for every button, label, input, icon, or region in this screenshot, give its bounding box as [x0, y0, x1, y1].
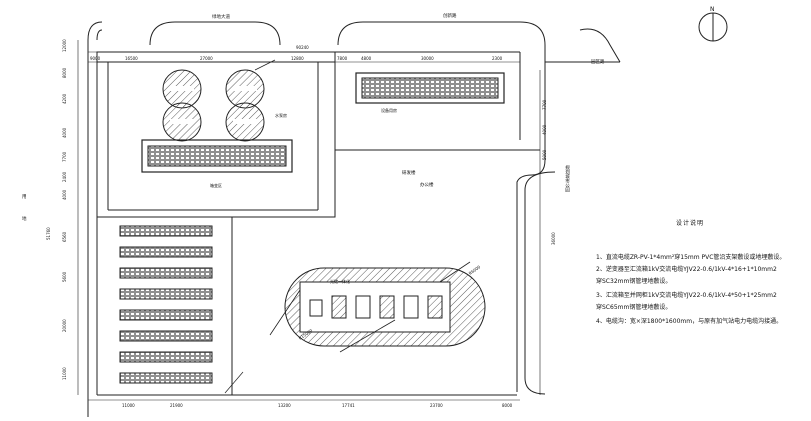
right-vertical-label: 规划城市公园 — [565, 164, 570, 194]
dim-bottom-5: 23700 — [430, 403, 443, 408]
pump-room-label: 水泵房 — [275, 112, 287, 118]
dim-top-4: 12800 — [291, 56, 304, 61]
dim-left-8: 6560 — [62, 231, 67, 242]
side-label-2: 地 — [22, 215, 27, 222]
dim-right-total: 36000 — [551, 232, 556, 245]
dim-top-5: 7800 — [337, 56, 348, 61]
dim-left-2: 8000 — [62, 67, 67, 78]
dim-top-3: 27000 — [200, 56, 213, 61]
dim-left-total: 51760 — [46, 227, 51, 240]
dim-left-4: 4000 — [62, 127, 67, 138]
office-building-label: 办公楼 — [420, 181, 434, 188]
note-line-5: 穿SC65mm钢管埋地敷设。 — [596, 304, 672, 311]
dim-right-3: 5000 — [542, 149, 547, 160]
dim-left-9: 5600 — [62, 271, 67, 282]
note-line-1: 1、直流电缆ZR-PV-1*4mm²穿15mm PVC管沿支架敷设或地埋敷设。 — [596, 254, 786, 261]
dim-tank-2: R6000 — [468, 264, 482, 276]
dimension-lines — [77, 40, 541, 401]
dim-bottom-4: 17741 — [342, 403, 355, 408]
dim-left-5: 7700 — [62, 151, 67, 162]
road-label-top-right: 创新路 — [443, 12, 457, 19]
leader-lines — [224, 59, 276, 394]
dim-top-8: 2300 — [492, 56, 503, 61]
dim-right-1: 7700 — [542, 99, 547, 110]
north-label: N — [710, 6, 715, 13]
main-building-label: 研发楼 — [402, 169, 416, 176]
dim-bottom-2: 21900 — [170, 403, 183, 408]
note-line-6: 4、电缆沟：宽×深1800*1600mm，与原有加气站电力电缆沟接通。 — [596, 318, 783, 325]
dim-left-1: 12000 — [62, 39, 67, 52]
hatched-storage-area — [269, 261, 486, 353]
storage-tanks — [162, 69, 265, 142]
dim-left-6: 2400 — [62, 171, 67, 182]
pv-array-block-2 — [355, 72, 505, 104]
note-line-4: 3、汇流箱至并网柜1kV交流电缆YJV22-0.6/1kV-4*50+1*25m… — [596, 292, 777, 299]
dim-bottom-1: 11000 — [122, 403, 135, 408]
dim-bottom-3: 13200 — [278, 403, 291, 408]
side-label-1: 用 — [22, 194, 27, 200]
dim-left-11: 11000 — [62, 367, 67, 380]
dim-top-total: 90240 — [296, 45, 309, 50]
dim-top-2: 16500 — [125, 56, 138, 61]
north-arrow-icon: N — [698, 6, 728, 42]
dim-top-6: 4800 — [361, 56, 372, 61]
road-label-top-left: 绿地大道 — [212, 13, 230, 20]
dim-bottom-6: 8000 — [502, 403, 513, 408]
dim-left-10: 20000 — [62, 319, 67, 332]
road-label-right: 园区路 — [591, 58, 605, 65]
tank-label: 光储一体化 — [330, 278, 350, 284]
pv-rows — [119, 225, 213, 384]
dim-top-1: 9000 — [90, 56, 101, 61]
notes-title: 设计说明 — [676, 220, 705, 227]
dim-left-7: 4000 — [62, 189, 67, 200]
dim-top-7: 30000 — [421, 56, 434, 61]
transformer-area-label: 箱变区 — [210, 182, 222, 188]
note-line-3: 穿SC32mm钢管埋地敷设。 — [596, 278, 672, 285]
dim-left-3: 4200 — [62, 93, 67, 104]
pv-array-block-1 — [141, 139, 293, 173]
note-line-2: 2、逆变器至汇流箱1kV交流电缆YJV22-0.6/1kV-4*16+1*10m… — [596, 266, 777, 273]
roads — [87, 21, 621, 417]
dim-right-2: 4000 — [542, 124, 547, 135]
equipment-area-label: 设备用房 — [381, 107, 397, 113]
